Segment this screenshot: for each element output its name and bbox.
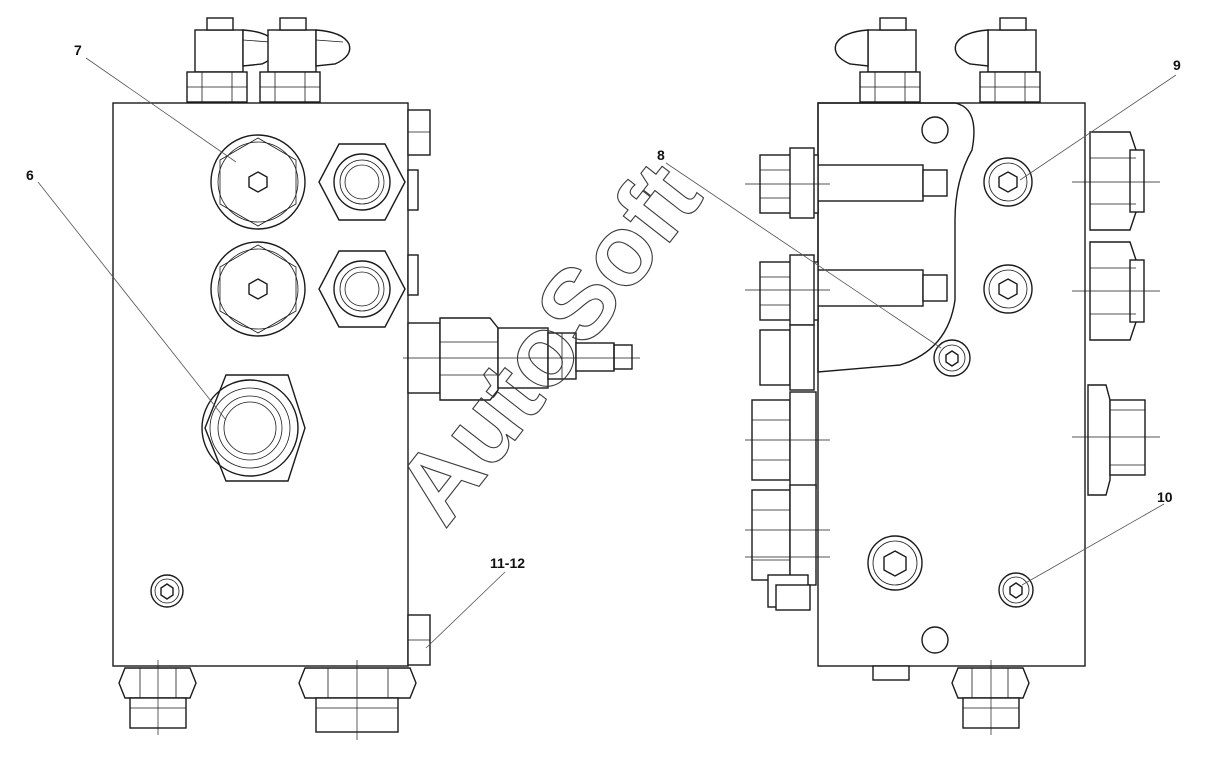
callout-6: 6 [26, 167, 34, 183]
right-bottom-stub [872, 665, 910, 681]
right-plug-9-upper [983, 157, 1033, 207]
callout-8: 8 [657, 147, 665, 163]
left-main-port [201, 374, 306, 482]
right-top-fitting-2 [954, 17, 1041, 103]
right-plug-9-lower [983, 264, 1033, 314]
callout-10: 10 [1157, 489, 1173, 505]
callout-7: 7 [74, 42, 82, 58]
leader-10 [1021, 503, 1165, 586]
left-port-upper [318, 143, 406, 221]
right-left-fittings [745, 147, 830, 611]
callout-9: 9 [1173, 57, 1181, 73]
right-view [745, 17, 1160, 735]
right-right-fittings [1072, 131, 1160, 496]
right-large-plug [867, 535, 923, 591]
leader-6 [37, 181, 227, 421]
right-drill-hole-bottom [921, 626, 949, 654]
right-plug-10 [998, 572, 1034, 608]
left-bottom-fitting-2 [298, 660, 417, 740]
leader-9 [1019, 74, 1177, 181]
left-valve-body [112, 102, 409, 667]
right-bottom-fitting [951, 660, 1030, 735]
left-port-lower [318, 250, 406, 328]
right-small-plug-8 [933, 339, 971, 377]
left-bottom-fitting-1 [118, 660, 197, 735]
left-plug-upper [210, 134, 306, 230]
leader-7 [85, 57, 237, 163]
callout-11-12: 11-12 [490, 555, 525, 571]
leader-8 [665, 162, 942, 349]
section-cut-hatch [817, 102, 975, 373]
leader-lines [37, 57, 1177, 649]
left-side-lug-top [407, 109, 431, 156]
left-top-fitting-2 [259, 17, 351, 103]
left-small-plug [150, 574, 184, 608]
side-cartridge [403, 317, 640, 401]
right-top-fitting-1 [834, 17, 921, 103]
left-view [112, 17, 640, 740]
leader-11-12 [425, 571, 506, 649]
left-plug-lower [210, 241, 306, 337]
